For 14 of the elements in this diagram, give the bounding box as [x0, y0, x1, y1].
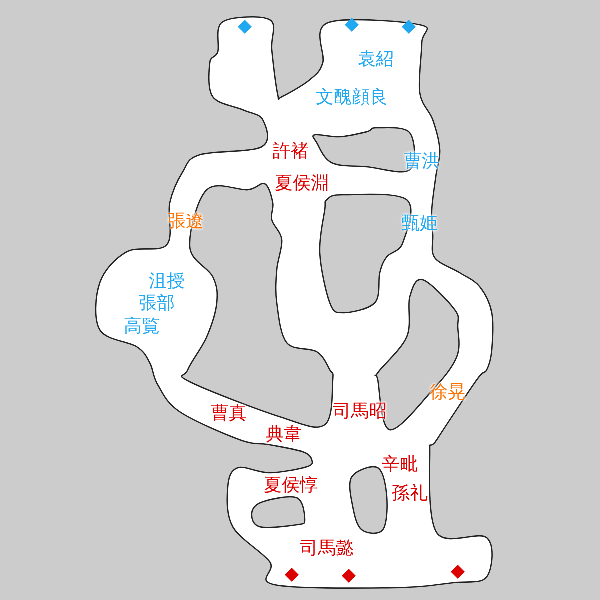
name-label: 夏侯惇: [264, 476, 318, 496]
name-label: 沮授: [149, 272, 185, 292]
name-label: 司馬懿: [300, 539, 354, 559]
name-label: 高覧: [124, 317, 160, 337]
name-label: 曹真: [211, 404, 247, 424]
name-label: 徐晃: [430, 383, 466, 403]
name-label: 夏侯淵: [275, 174, 329, 194]
name-label: 張部: [139, 294, 175, 314]
name-label: 文醜顔良: [316, 88, 388, 108]
name-label: 典韋: [266, 425, 302, 445]
name-label: 辛毗: [382, 455, 418, 475]
name-label: 孫礼: [392, 484, 428, 504]
name-label: 袁紹: [358, 50, 394, 70]
name-label: 許褚: [273, 142, 309, 162]
